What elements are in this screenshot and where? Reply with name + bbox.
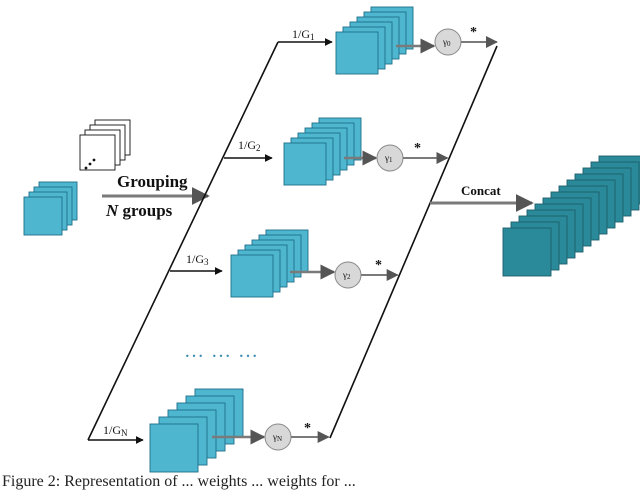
- branch-fraction-label: 1/G3: [186, 252, 209, 267]
- concat-label: Concat: [461, 183, 501, 198]
- branch-feature-layer: [230, 254, 274, 298]
- split-lines: [87, 38, 498, 444]
- branch-feature-layer: [149, 423, 199, 473]
- branch-feature-layer: [283, 142, 327, 186]
- input-ellipsis: [84, 158, 96, 170]
- gamma-label: γ2: [342, 270, 351, 281]
- branch-fraction-label: 1/G2: [238, 138, 261, 153]
- n-groups-label: N groups: [105, 201, 173, 220]
- branch-ellipsis: … … …: [184, 340, 259, 362]
- gamma-label: γ0: [442, 37, 451, 48]
- multiply-star: *: [470, 25, 477, 40]
- figure-caption: Figure 2: Representation of ... weights …: [2, 473, 356, 490]
- branch-feature-stack: [335, 6, 414, 75]
- branch-groups: 1/G1 γ0 * 1/G2 γ1 * 1/G3 γ2 * 1/GN γN *: [103, 6, 498, 473]
- output-feature-layer: [502, 227, 552, 277]
- multiply-star: *: [414, 141, 421, 156]
- gamma-label: γN: [272, 432, 282, 443]
- input-top-layer: [79, 134, 116, 171]
- grouping-label: Grouping: [117, 172, 188, 191]
- output-feature-stack: [502, 155, 640, 277]
- input-bottom-layer: [23, 196, 63, 236]
- multiply-star: *: [375, 258, 382, 273]
- branch-fraction-label: 1/GN: [103, 423, 128, 438]
- branch-3: 1/G3 γ2 *: [186, 229, 399, 298]
- multiply-star: *: [304, 421, 311, 436]
- branch-1: 1/G1 γ0 *: [292, 6, 498, 75]
- branch-feature-stack: [230, 229, 309, 298]
- branch-feature-layer: [335, 31, 379, 75]
- branch-2: 1/G2 γ1 *: [238, 117, 449, 186]
- input-feature-stack-bottom: [23, 181, 78, 236]
- input-feature-stack-top: [79, 119, 131, 171]
- branch-4: 1/GN γN *: [103, 388, 330, 473]
- branch-feature-stack: [283, 117, 362, 186]
- branch-fraction-label: 1/G1: [292, 27, 315, 42]
- branch-feature-stack: [149, 388, 244, 473]
- gamma-label: γ1: [384, 153, 393, 164]
